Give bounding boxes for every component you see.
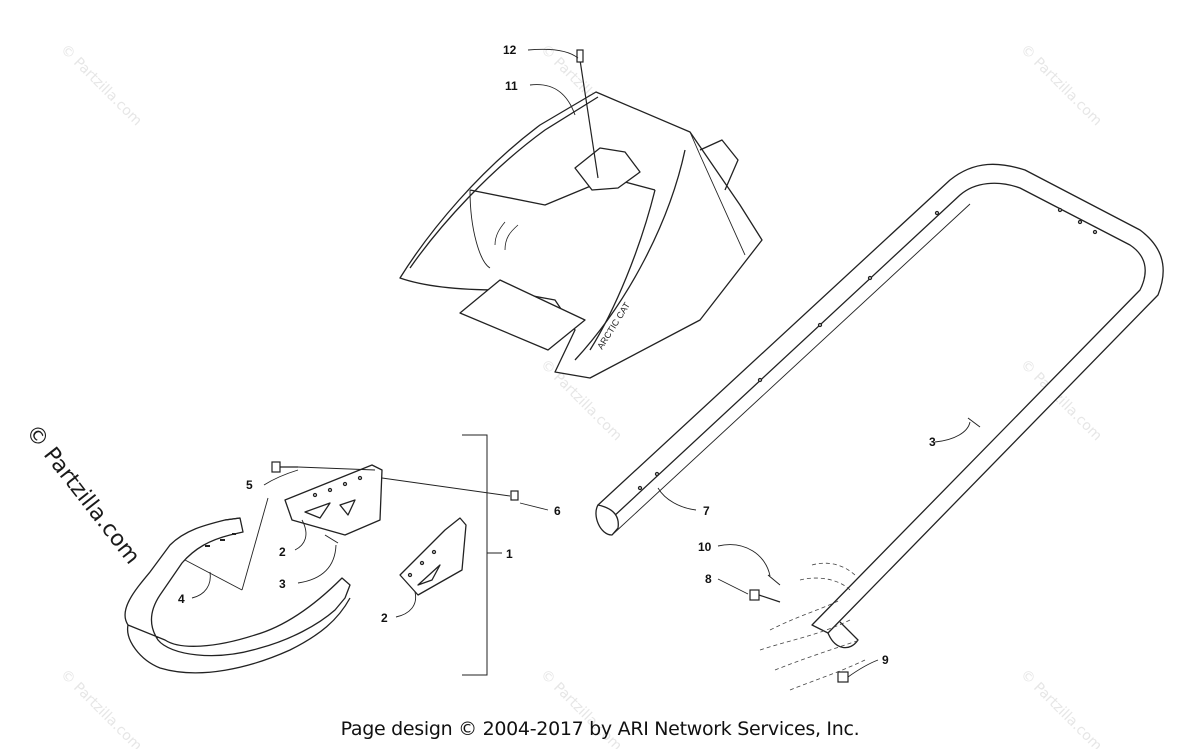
nut-part-right[interactable]: [837, 671, 849, 683]
rivet-part-right[interactable]: [767, 574, 781, 586]
hood-part[interactable]: ARCTIC CAT: [399, 91, 763, 379]
callout-9: 9: [882, 653, 889, 667]
bumper-part[interactable]: [124, 517, 351, 674]
callout-8: 8: [705, 572, 712, 586]
antenna-part[interactable]: [576, 49, 599, 179]
callout-3-left: 3: [279, 577, 286, 591]
assembly-lines: [184, 466, 511, 591]
footer-copyright: Page design © 2004-2017 by ARI Network S…: [340, 718, 860, 740]
callout-labels: 12 11 5 6 1 2 3 4 2 3 7 10 8 9: [178, 43, 936, 667]
bracket-part-upper[interactable]: [284, 464, 383, 536]
callout-2-upper: 2: [279, 545, 286, 559]
callout-10: 10: [698, 540, 712, 554]
callout-12: 12: [503, 43, 517, 57]
callout-2-lower: 2: [381, 611, 388, 625]
faint-watermark: © Partzilla.com: [1017, 357, 1105, 445]
callout-11: 11: [505, 79, 518, 93]
callout-1: 1: [506, 547, 513, 561]
callout-4: 4: [178, 592, 185, 606]
callout-6: 6: [554, 504, 561, 518]
faint-watermark: © Partzilla.com: [57, 42, 145, 130]
bolt-part-right[interactable]: [749, 589, 781, 603]
leader-lines: [191, 48, 971, 678]
callout-7: 7: [703, 504, 710, 518]
rivet-part-far[interactable]: [967, 417, 981, 428]
nut-part[interactable]: [510, 490, 519, 501]
rail-part[interactable]: [595, 163, 1164, 649]
bolt-part[interactable]: [271, 461, 298, 473]
callout-5: 5: [246, 478, 253, 492]
callout-3-right: 3: [929, 435, 936, 449]
bracket-part-lower[interactable]: [399, 517, 467, 596]
context-lines: [759, 562, 866, 691]
faint-watermark: © Partzilla.com: [1017, 42, 1105, 130]
rivet-part[interactable]: [324, 534, 339, 544]
assembly-bracket: [462, 434, 502, 676]
